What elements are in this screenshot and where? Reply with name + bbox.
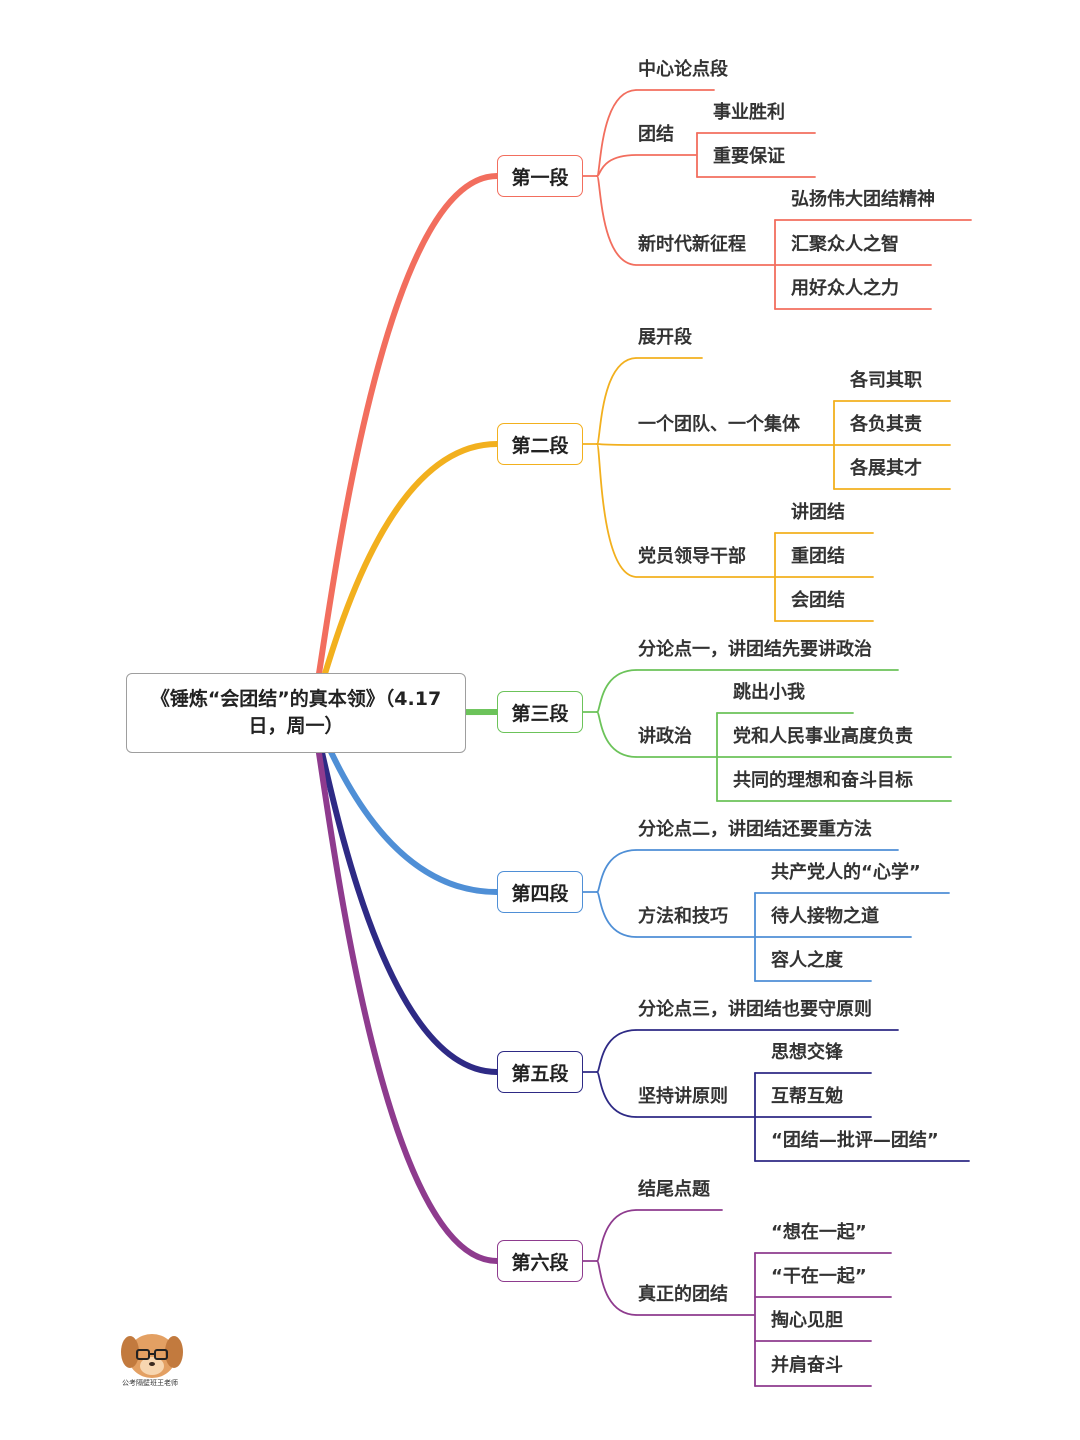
section-node-s6[interactable]: 第六段 (497, 1240, 583, 1282)
leaf-label[interactable]: 汇聚众人之智 (791, 234, 899, 255)
mascot-logo-icon (121, 1334, 183, 1378)
section-node-s1[interactable]: 第一段 (497, 155, 583, 197)
leaf-label[interactable]: 共同的理想和奋斗目标 (733, 770, 913, 791)
leaf-label[interactable]: 会团结 (791, 590, 845, 611)
child-connector (596, 443, 835, 446)
root-topic[interactable]: 《锤炼“会团结”的真本领》（4.17日，周一） (126, 673, 466, 753)
root-topic-label: 《锤炼“会团结”的真本领》（4.17日，周一） (150, 688, 442, 737)
topic-label[interactable]: 方法和技巧 (638, 906, 728, 927)
section-node-label: 第五段 (511, 1062, 569, 1085)
leaf-label[interactable]: 跳出小我 (733, 682, 805, 703)
child-connector (596, 849, 899, 893)
child-connector (596, 669, 899, 713)
topic-label[interactable]: 中心论点段 (638, 59, 728, 80)
leaf-label[interactable]: 互帮互勉 (771, 1086, 843, 1107)
leaf-label[interactable]: “想在一起” (771, 1222, 867, 1243)
topic-label[interactable]: 一个团队、一个集体 (638, 414, 800, 435)
section-node-label: 第六段 (511, 1251, 569, 1274)
child-connector (596, 1071, 755, 1118)
leaf-label[interactable]: 党和人民事业高度负责 (733, 726, 913, 747)
leaf-label[interactable]: 共产党人的“心学” (771, 862, 921, 883)
child-connector (596, 1209, 723, 1262)
leaf-label[interactable]: 用好众人之力 (791, 278, 899, 299)
leaf-label[interactable]: 各展其才 (850, 458, 922, 479)
section-node-s4[interactable]: 第四段 (497, 871, 583, 913)
leaf-label[interactable]: 讲团结 (791, 502, 845, 523)
topic-label[interactable]: 结尾点题 (638, 1179, 710, 1200)
child-connector (596, 443, 775, 578)
topic-label[interactable]: 坚持讲原则 (638, 1086, 728, 1107)
leaf-label[interactable]: 掏心见胆 (771, 1310, 843, 1331)
section-node-label: 第三段 (511, 702, 569, 725)
section-node-label: 第一段 (511, 166, 569, 189)
child-connector (596, 357, 703, 445)
child-connector (596, 175, 775, 266)
child-connector (596, 1029, 899, 1073)
topic-label[interactable]: 党员领导干部 (638, 546, 746, 567)
topic-label[interactable]: 讲政治 (638, 726, 692, 747)
topic-label[interactable]: 新时代新征程 (638, 234, 746, 255)
leaf-label[interactable]: 重团结 (791, 546, 845, 567)
child-connector (596, 1260, 755, 1316)
leaf-label[interactable]: 容人之度 (771, 950, 843, 971)
topic-label[interactable]: 展开段 (638, 327, 692, 348)
topic-label[interactable]: 分论点二，讲团结还要重方法 (638, 819, 872, 840)
child-connector (596, 711, 717, 758)
topic-label[interactable]: 真正的团结 (638, 1284, 728, 1305)
leaf-label[interactable]: 待人接物之道 (771, 906, 879, 927)
child-connector (596, 891, 755, 938)
leaf-label[interactable]: “团结—批评—团结” (771, 1130, 939, 1151)
leaf-label[interactable]: 并肩奋斗 (771, 1355, 843, 1376)
section-node-s2[interactable]: 第二段 (497, 423, 583, 465)
leaf-label[interactable]: 各司其职 (850, 370, 922, 391)
topic-label[interactable]: 分论点一，讲团结先要讲政治 (638, 639, 872, 660)
leaf-label[interactable]: 重要保证 (713, 146, 785, 167)
leaf-label[interactable]: 事业胜利 (713, 102, 785, 123)
section-node-s5[interactable]: 第五段 (497, 1051, 583, 1093)
child-connector (596, 89, 715, 177)
trunk-connector (309, 710, 500, 1264)
leaf-label[interactable]: 各负其责 (850, 414, 922, 435)
watermark-caption: 公考隔壁班王老师 (122, 1379, 178, 1387)
section-node-label: 第二段 (511, 434, 569, 457)
section-node-label: 第四段 (511, 882, 569, 905)
leaf-label[interactable]: 思想交锋 (771, 1042, 843, 1063)
child-connector (596, 154, 697, 177)
leaf-label[interactable]: “干在一起” (771, 1266, 867, 1287)
topic-label[interactable]: 团结 (638, 124, 674, 145)
section-node-s3[interactable]: 第三段 (497, 691, 583, 733)
leaf-label[interactable]: 弘扬伟大团结精神 (791, 189, 935, 210)
topic-label[interactable]: 分论点三，讲团结也要守原则 (638, 999, 872, 1020)
